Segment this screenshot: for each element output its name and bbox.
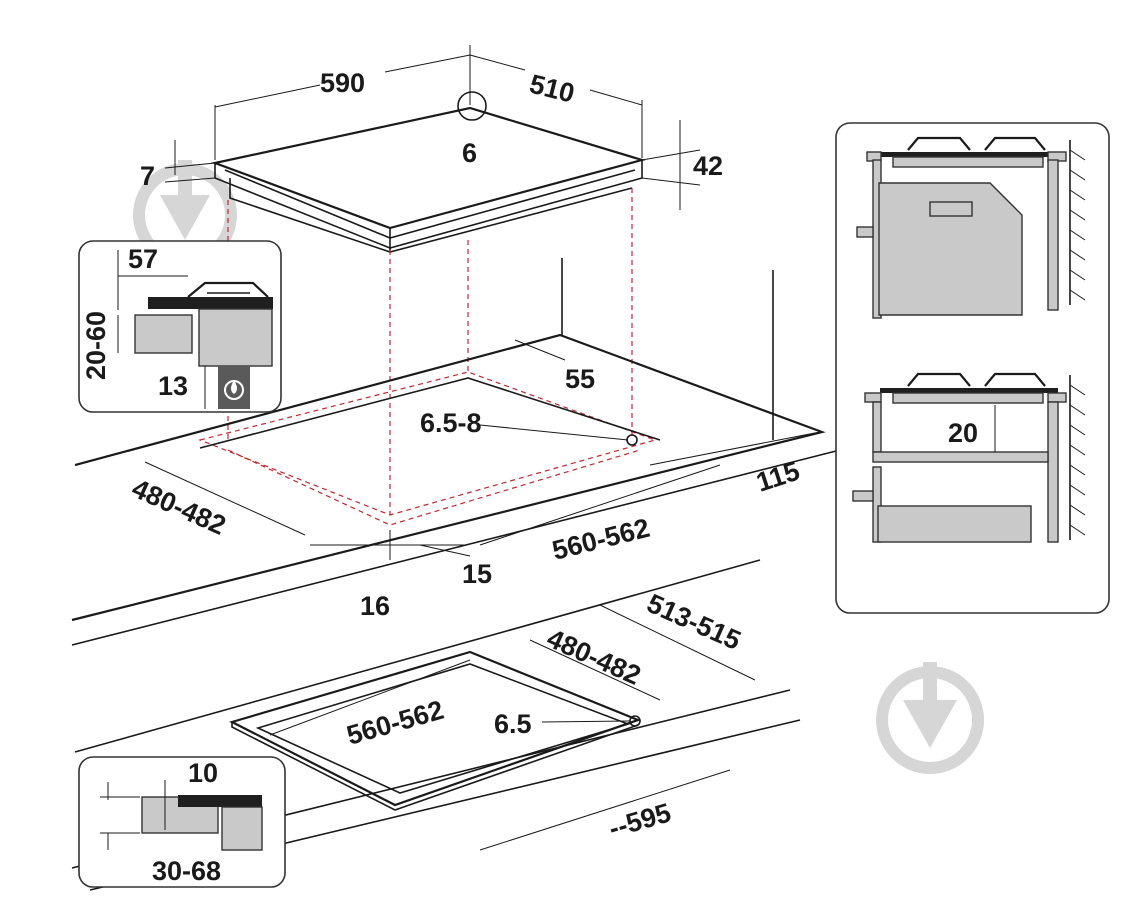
flush-worktop-range-label: 30-68 [152,856,221,886]
gas-inlet-label: 13 [158,371,188,401]
front-edge-label: 16 [360,591,390,621]
side-gap-label: 115 [753,456,804,498]
cutout-dimension-lines [144,339,821,560]
flush-outer-depth-label: 513-515 [643,588,746,656]
flush-dimension-lines [269,604,756,851]
gas-drop-icon [224,380,244,400]
glass-thickness-label: 7 [140,161,155,191]
rebate-depth-label: 10 [188,758,218,788]
oven-gap-label: 20 [948,418,978,448]
watermark-logo-icon [876,662,984,774]
corner-radius-label: 6 [462,138,477,168]
worktop-range-label: 20-60 [81,311,111,380]
flush-hole-label: 6.5 [494,709,532,739]
section-inset-upper [78,240,282,413]
hob-dimension-lines [164,45,701,210]
hob-depth-label: 510 [527,69,578,109]
fixing-hole-label: 6.5-8 [420,408,482,438]
section-inset-lower [78,756,286,888]
flush-cutout-width-label: 560-562 [343,695,447,751]
cabinet-inset [835,122,1110,614]
flush-outer-width-label: --595 [605,798,674,844]
hob-width-label: 590 [320,68,365,98]
burner-clearance-label: 57 [128,244,158,274]
front-offset-label: 15 [462,559,492,589]
hob-height-label: 42 [693,151,723,181]
hob-drawing [211,91,646,253]
back-gap-label: 55 [565,364,595,394]
worktop-upper [71,258,841,646]
flush-cutout-depth-label: 480-482 [543,623,646,691]
cutout-depth-label: 480-482 [128,473,231,541]
